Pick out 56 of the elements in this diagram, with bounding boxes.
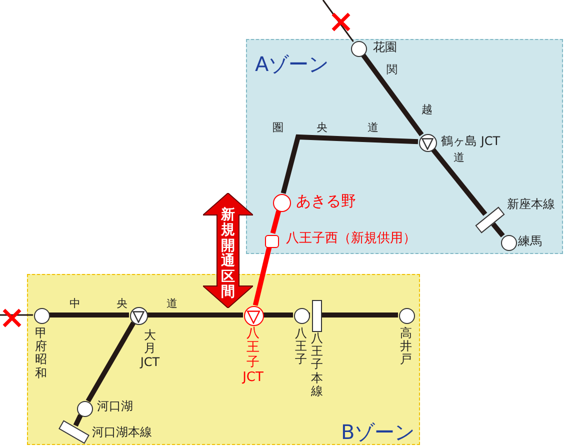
junction-symbol <box>244 306 264 326</box>
station-circle <box>294 308 310 324</box>
road-name-label: 道 <box>368 122 378 134</box>
station-label: 八王子本線 <box>311 332 323 398</box>
toll-gate-bar <box>312 300 322 332</box>
road-name-label: 圏 <box>272 122 284 134</box>
station-label: 甲府昭和 <box>35 327 47 380</box>
station-label: 河口湖本線 <box>92 426 152 440</box>
road-line <box>0 314 33 316</box>
road-line <box>322 0 354 42</box>
road-name-label: 央 <box>116 298 128 310</box>
station-label: 練馬 <box>518 235 542 248</box>
road-line <box>252 246 272 306</box>
station-circle <box>501 235 517 251</box>
section-label: 新規開通区間 <box>221 208 235 300</box>
interchange-box <box>265 234 279 248</box>
station-label: 八王子 <box>246 327 260 370</box>
station-label: JCT <box>140 356 160 370</box>
road-line <box>49 312 129 318</box>
road-name-label: 越 <box>422 104 432 116</box>
double-arrow <box>203 193 253 308</box>
road-line <box>73 414 83 427</box>
zone-title: Bゾーン <box>341 421 415 443</box>
station-label: 河口湖 <box>97 400 133 414</box>
zone-area <box>246 39 563 254</box>
station-label: JCT <box>242 371 264 386</box>
road-name-label: 中 <box>70 298 80 310</box>
road-line <box>147 312 243 318</box>
station-circle <box>77 401 93 417</box>
station-label: 鶴ヶ島 JCT <box>441 135 500 148</box>
road-line <box>360 52 424 136</box>
road-line <box>322 312 398 318</box>
station-circle <box>399 308 415 324</box>
station-label: 花園 <box>373 41 397 54</box>
road-line <box>280 134 418 194</box>
road-name-label: 関 <box>386 64 398 76</box>
station-circle <box>34 308 50 324</box>
road-name-label: 道 <box>454 152 464 164</box>
road-line <box>270 210 282 234</box>
station-label: 新座本線 <box>507 198 555 212</box>
zone-title: Aゾーン <box>255 53 329 75</box>
junction-symbol <box>419 134 437 152</box>
station-circle <box>351 41 367 57</box>
road-line <box>430 147 488 216</box>
road-name-label: 央 <box>316 122 328 134</box>
road-name-label: 道 <box>166 298 178 310</box>
station-label: 大月 <box>144 329 156 356</box>
station-label: あきる野 <box>296 193 356 210</box>
station-label: 八王子 <box>295 327 307 367</box>
station-label: 八王子西（新規供用） <box>286 232 416 246</box>
road-line <box>263 312 293 318</box>
station-circle <box>273 194 291 212</box>
junction-symbol <box>130 307 148 325</box>
road-line <box>490 222 505 238</box>
road-line <box>86 322 136 402</box>
station-label: 高井戸 <box>400 327 412 367</box>
